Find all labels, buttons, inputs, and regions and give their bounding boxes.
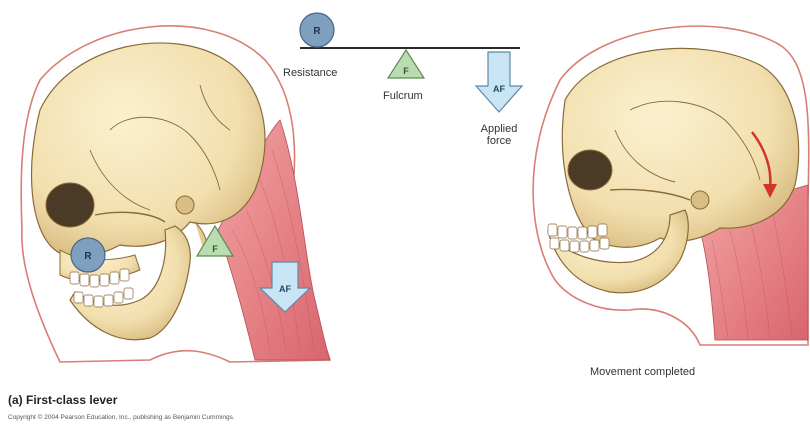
fulcrum-label: Fulcrum <box>383 90 423 102</box>
figure-caption-title: (a) First-class lever <box>8 393 117 407</box>
resistance-label: Resistance <box>283 67 337 79</box>
schematic-applied-force-arrow: AF <box>476 52 522 112</box>
schematic-fulcrum-marker: F <box>388 50 424 78</box>
left-resistance-symbol: R <box>84 251 92 262</box>
left-fulcrum-symbol: F <box>212 244 218 254</box>
schematic-fulcrum-symbol: F <box>403 66 409 76</box>
applied-force-label: Applied force <box>474 123 524 147</box>
copyright-notice: Copyright © 2004 Pearson Education, Inc.… <box>8 414 235 421</box>
right-head-illustration <box>533 26 809 345</box>
schematic-applied-force-symbol: AF <box>493 84 505 94</box>
applied-force-label-line2: force <box>474 135 524 147</box>
movement-completed-label: Movement completed <box>590 366 695 378</box>
schematic-resistance-marker: R <box>300 13 334 47</box>
schematic-resistance-symbol: R <box>313 26 321 37</box>
left-applied-force-symbol: AF <box>279 284 291 294</box>
applied-force-label-line1: Applied <box>474 123 524 135</box>
left-resistance-marker: R <box>71 238 105 272</box>
